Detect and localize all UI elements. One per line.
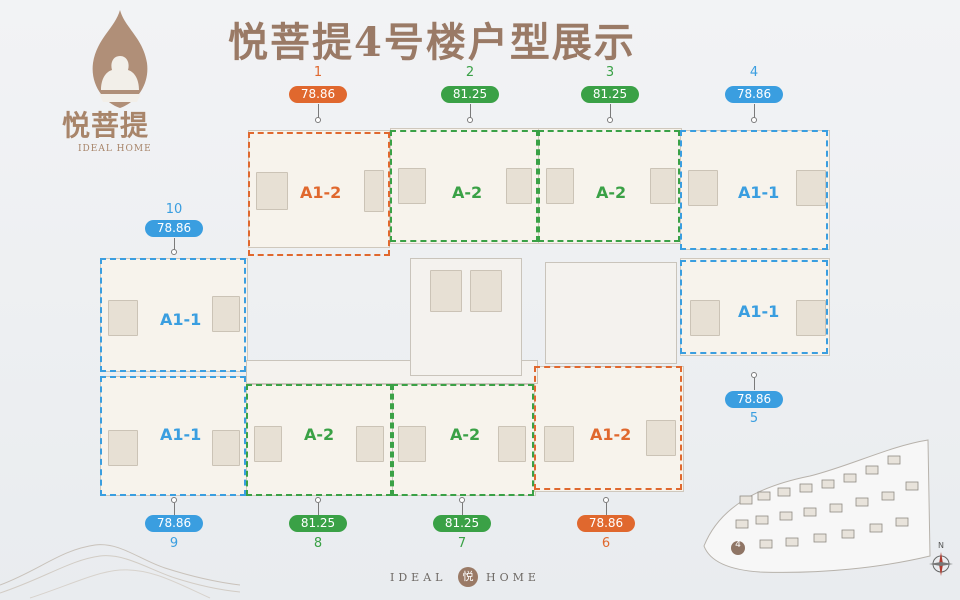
- callout-stem: [754, 378, 755, 390]
- stair-core: [410, 258, 522, 376]
- bed: [398, 168, 426, 204]
- callout-stem: [318, 104, 319, 118]
- minimap-building-number: 4: [735, 540, 741, 550]
- bed: [506, 168, 532, 204]
- bed: [688, 170, 718, 206]
- callout-stem: [318, 503, 319, 515]
- unit-outline-10[interactable]: [100, 258, 246, 372]
- bed: [498, 426, 526, 462]
- unit-area-badge[interactable]: 78.86: [289, 86, 347, 103]
- page-title: 悦菩提4号楼户型展示: [228, 19, 636, 66]
- bed: [544, 426, 574, 462]
- bed: [356, 426, 384, 462]
- callout-stem: [754, 104, 755, 118]
- stair: [430, 270, 462, 312]
- unit-type-label: A1-1: [738, 183, 780, 202]
- bed: [690, 300, 720, 336]
- unit-type-label: A1-2: [300, 183, 342, 202]
- callout-dot: [171, 249, 177, 255]
- unit-outline-4[interactable]: [680, 130, 828, 250]
- callout-dot: [751, 117, 757, 123]
- corridor: [246, 360, 538, 384]
- callout-dot: [315, 117, 321, 123]
- unit-number: 2: [465, 65, 475, 80]
- callout-dot: [751, 372, 757, 378]
- unit-number: 4: [749, 65, 759, 80]
- footer-brand-left: IDEAL: [390, 571, 447, 584]
- unit-area-badge[interactable]: 81.25: [289, 515, 347, 532]
- unit-area-badge[interactable]: 78.86: [725, 391, 783, 408]
- bed: [646, 420, 676, 456]
- unit-outline-7[interactable]: [392, 384, 534, 496]
- sofa: [364, 170, 384, 212]
- compass-icon: N: [929, 541, 953, 576]
- unit-number: 9: [169, 536, 179, 551]
- callout-stem: [174, 238, 175, 250]
- unit-number: 6: [601, 536, 611, 551]
- site-minimap[interactable]: [700, 436, 932, 576]
- bed: [108, 300, 138, 336]
- bed: [398, 426, 426, 462]
- callout-stem: [174, 503, 175, 515]
- unit-area-badge[interactable]: 78.86: [725, 86, 783, 103]
- unit-number: 10: [165, 202, 183, 217]
- footer-brand-mark: 悦: [458, 567, 478, 587]
- bed: [546, 168, 574, 204]
- callout-dot: [607, 117, 613, 123]
- unit-area-badge[interactable]: 78.86: [577, 515, 635, 532]
- unit-area-badge[interactable]: 81.25: [581, 86, 639, 103]
- lift-lobby: [545, 262, 677, 364]
- unit-outline-3[interactable]: [538, 130, 680, 242]
- callout-stem: [606, 503, 607, 515]
- unit-outline-2[interactable]: [390, 130, 538, 242]
- brand-name-cn: 悦菩提: [62, 109, 150, 142]
- mountain-lines-icon: [0, 544, 240, 599]
- callout-dot: [459, 497, 465, 503]
- callout-dot: [467, 117, 473, 123]
- callout-stem: [470, 104, 471, 118]
- footer-brand-right: HOME: [486, 571, 540, 584]
- bed: [212, 430, 240, 466]
- unit-outline-1[interactable]: [248, 132, 390, 256]
- bed: [254, 426, 282, 462]
- unit-number: 7: [457, 536, 467, 551]
- unit-outline-6[interactable]: [534, 366, 682, 490]
- bed: [256, 172, 288, 210]
- bed: [796, 170, 826, 206]
- unit-number: 8: [313, 536, 323, 551]
- unit-area-badge[interactable]: 78.86: [145, 515, 203, 532]
- bed: [796, 300, 826, 336]
- bed: [650, 168, 676, 204]
- unit-outline-9[interactable]: [100, 376, 246, 496]
- callout-dot: [603, 497, 609, 503]
- unit-type-label: A1-1: [160, 310, 202, 329]
- unit-type-label: A-2: [450, 425, 481, 444]
- unit-outline-8[interactable]: [246, 384, 392, 496]
- buddha-logo-icon: [92, 10, 148, 108]
- unit-number: 1: [313, 65, 323, 80]
- unit-area-badge[interactable]: 81.25: [433, 515, 491, 532]
- unit-area-badge[interactable]: 78.86: [145, 220, 203, 237]
- svg-text:N: N: [938, 541, 944, 550]
- unit-type-label: A1-1: [160, 425, 202, 444]
- unit-number: 5: [749, 411, 759, 426]
- callout-dot: [315, 497, 321, 503]
- unit-type-label: A-2: [452, 183, 483, 202]
- brand-name-en: IDEAL HOME: [78, 144, 152, 154]
- unit-type-label: A-2: [596, 183, 627, 202]
- unit-area-badge[interactable]: 81.25: [441, 86, 499, 103]
- callout-stem: [462, 503, 463, 515]
- callout-stem: [610, 104, 611, 118]
- elevator: [470, 270, 502, 312]
- bed: [108, 430, 138, 466]
- unit-number: 3: [605, 65, 615, 80]
- unit-outline-5[interactable]: [680, 260, 828, 354]
- bed: [212, 296, 240, 332]
- unit-type-label: A1-2: [590, 425, 632, 444]
- callout-dot: [171, 497, 177, 503]
- unit-type-label: A1-1: [738, 302, 780, 321]
- unit-type-label: A-2: [304, 425, 335, 444]
